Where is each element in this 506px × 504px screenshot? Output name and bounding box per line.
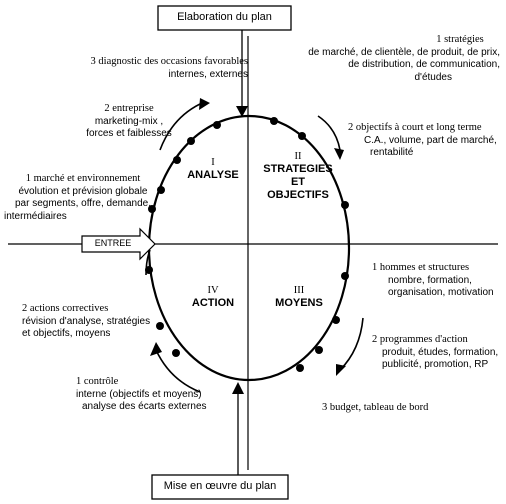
annotation-line: internes, externes xyxy=(168,68,249,80)
annotation-heading: 2 actions correctives xyxy=(22,303,109,314)
annotation-line: analyse des écarts externes xyxy=(82,401,207,412)
arrow-head-4 xyxy=(150,342,162,356)
annotation-line: par segments, offre, demande, xyxy=(14,198,151,209)
annotation-line: marketing-mix , xyxy=(94,115,164,127)
entree-label: ENTREE xyxy=(94,238,132,248)
annotation-line: d'études xyxy=(414,71,453,83)
annotation-line: produit, études, formation, xyxy=(382,346,499,358)
arc-top-left xyxy=(159,103,201,151)
annotation-line: nombre, formation, xyxy=(388,274,472,286)
quadrant-strategies: II STRATEGIES ET OBJECTIFS xyxy=(252,150,344,202)
annotation-actions-correctives: 2 actions correctives révision d'analyse… xyxy=(22,303,150,341)
arc-bottom-left xyxy=(155,349,201,393)
top-box-label: Elaboration du plan xyxy=(177,11,272,23)
ellipse-dots xyxy=(145,117,349,372)
quadrant-analyse: I ANALYSE xyxy=(178,156,248,182)
annotation-line: intermédiaires xyxy=(4,210,67,222)
quadrant-number: IV xyxy=(207,285,219,296)
annotation-heading: 2 objectifs à court et long terme xyxy=(348,122,482,133)
annotation-line: organisation, motivation xyxy=(388,287,494,298)
bottom-arrow-head xyxy=(232,382,244,394)
annotation-controle: 1 contrôle interne (objectifs et moyens)… xyxy=(76,376,207,414)
annotation-line: forces et faiblesses xyxy=(86,128,172,139)
annotation-line: et objectifs, moyens xyxy=(22,328,111,339)
annotation-budget: 3 budget, tableau de bord xyxy=(322,402,428,415)
entree-arrow xyxy=(81,227,156,261)
quadrant-name-line: STRATEGIES xyxy=(263,163,333,175)
annotation-objectifs: 2 objectifs à court et long terme C.A., … xyxy=(348,122,497,160)
bottom-box xyxy=(151,474,289,500)
quadrant-name: ANALYSE xyxy=(187,169,239,181)
annotation-heading: 1 stratégies xyxy=(436,34,484,45)
annotation-line: interne (objectifs et moyens) xyxy=(76,388,202,400)
annotation-diagnostic: 3 diagnostic des occasions favorables in… xyxy=(91,56,248,81)
arc-top-right xyxy=(317,115,341,151)
annotation-line: de distribution, de communication, xyxy=(348,59,500,70)
annotation-line: révision d'analyse, stratégies xyxy=(22,315,151,327)
arrow-head-1 xyxy=(199,98,210,110)
annotation-heading: 1 hommes et structures xyxy=(372,262,470,273)
annotation-line: publicité, promotion, RP xyxy=(382,359,489,370)
annotation-heading: 2 entreprise xyxy=(104,103,154,114)
annotation-line: évolution et prévision globale xyxy=(18,185,148,197)
annotation-heading: 3 budget, tableau de bord xyxy=(322,402,429,413)
quadrant-number: III xyxy=(293,285,305,296)
annotation-heading: 2 programmes d'action xyxy=(372,334,468,345)
top-arrow-head xyxy=(236,106,248,117)
arrow-head-2 xyxy=(334,148,344,160)
annotation-heading: 3 diagnostic des occasions favorables xyxy=(90,56,248,67)
annotation-line: rentabilité xyxy=(370,147,414,158)
quadrant-action: IV ACTION xyxy=(180,284,246,310)
quadrant-number: II xyxy=(294,151,302,162)
annotation-programmes: 2 programmes d'action produit, études, f… xyxy=(372,334,498,372)
annotation-heading: 1 contrôle xyxy=(76,376,119,387)
bottom-box-label: Mise en œuvre du plan xyxy=(163,480,277,492)
quadrant-name-line: OBJECTIFS xyxy=(267,189,329,201)
annotation-line: de marché, de clientèle, de produit, de … xyxy=(308,46,500,58)
annotation-line: C.A., volume, part de marché, xyxy=(364,134,497,146)
top-box xyxy=(157,5,292,31)
quadrant-name-line: ET xyxy=(290,176,306,188)
annotation-entreprise: 2 entreprise marketing-mix , forces et f… xyxy=(74,103,184,141)
annotation-heading: 1 marché et environnement xyxy=(25,173,141,184)
arrow-head-3 xyxy=(336,364,346,376)
arc-bottom-right xyxy=(339,317,364,371)
quadrant-number: I xyxy=(211,157,215,168)
quadrant-moyens: III MOYENS xyxy=(255,284,343,310)
annotation-marche: 1 marché et environnement évolution et p… xyxy=(4,173,162,223)
annotation-strategies: 1 stratégies de marché, de clientèle, de… xyxy=(308,34,500,84)
quadrant-name: ACTION xyxy=(191,297,235,309)
annotation-hommes: 1 hommes et structures nombre, formation… xyxy=(372,262,494,300)
quadrant-name: MOYENS xyxy=(275,297,323,309)
